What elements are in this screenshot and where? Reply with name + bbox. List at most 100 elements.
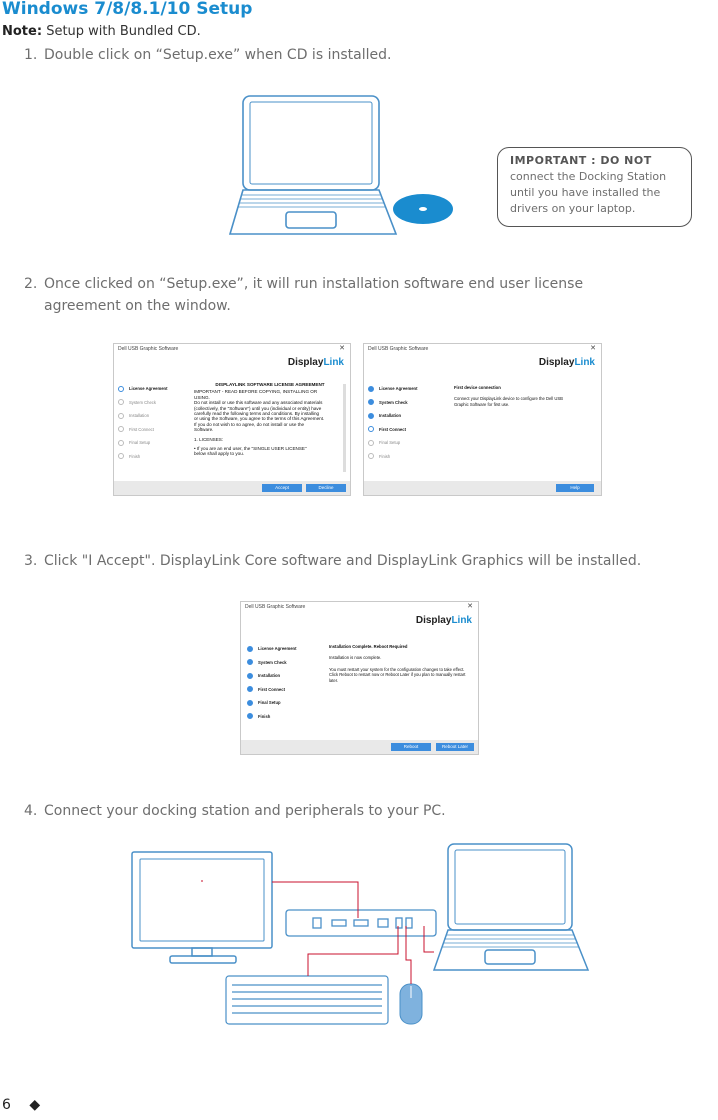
window-footer: Accept Decline: [114, 481, 350, 495]
window-title: Dell USB Graphic Software: [368, 346, 429, 352]
important-callout: IMPORTANT : DO NOT connect the Docking S…: [497, 147, 692, 227]
step-done-icon: [247, 645, 253, 652]
step-done-icon: [368, 385, 374, 392]
decline-button[interactable]: Decline: [306, 484, 346, 492]
laptop-cd-illustration: [228, 95, 453, 235]
complete-body: Click Reboot to restart now or Reboot La…: [329, 672, 466, 678]
step-license: License Agreement: [247, 642, 327, 656]
displaylink-logo: DisplayLink: [538, 357, 595, 368]
note-text: Setup with Bundled CD.: [46, 24, 201, 39]
license-line: USING.: [194, 394, 210, 400]
step-3-text: Click "I Accept". DisplayLink Core softw…: [44, 553, 642, 569]
license-line: IMPORTANT - READ BEFORE COPYING, INSTALL…: [194, 389, 318, 395]
complete-body: later.: [329, 677, 339, 683]
installer-steps: License Agreement System Check Installat…: [368, 382, 448, 463]
complete-body: You must restart your system for the con…: [329, 666, 465, 672]
installer-steps: License Agreement System Check Installat…: [118, 382, 188, 463]
step-license: License Agreement: [118, 382, 188, 396]
license-title: DISPLAYLINK SOFTWARE LICENSE AGREEMENT: [215, 382, 325, 387]
close-icon[interactable]: ✕: [339, 345, 345, 352]
step-dot-icon: [368, 453, 374, 460]
complete-content: Installation Complete. Reboot Required I…: [329, 644, 474, 683]
reboot-button[interactable]: Reboot: [391, 743, 431, 751]
step-done-icon: [247, 672, 253, 679]
step-first-connect: First Connect: [368, 423, 448, 437]
step-final-setup: Final Setup: [247, 696, 327, 710]
step-system-check: System Check: [368, 396, 448, 410]
step-2: 2. Once clicked on “Setup.exe”, it will r…: [24, 273, 583, 317]
docking-station-icon: [285, 909, 437, 937]
reboot-later-button[interactable]: Reboot Later: [436, 743, 474, 751]
window-titlebar: Dell USB Graphic Software ✕: [114, 344, 350, 354]
license-line: • If you are an end user, the "SINGLE US…: [194, 446, 307, 452]
license-text[interactable]: DISPLAYLINK SOFTWARE LICENSE AGREEMENT I…: [194, 382, 346, 474]
close-icon[interactable]: ✕: [467, 603, 473, 610]
step-finish: Finish: [368, 450, 448, 464]
step-done-icon: [247, 686, 253, 693]
close-icon[interactable]: ✕: [590, 345, 596, 352]
license-line: Software.: [194, 427, 214, 433]
step-done-icon: [368, 399, 374, 406]
step-done-icon: [368, 412, 374, 419]
monitor-icon: [131, 851, 273, 964]
laptop-base: [228, 189, 398, 235]
page-number: 6: [2, 1097, 11, 1113]
step-active-icon: [368, 426, 374, 433]
step-1-number: 1.: [24, 47, 38, 63]
step-done-icon: [247, 713, 253, 720]
important-line-2: until you have installed the: [510, 186, 661, 199]
connection-cables: [201, 880, 434, 984]
installer-steps: License Agreement System Check Installat…: [247, 642, 327, 723]
installer-license-window: Dell USB Graphic Software✕ DisplayLink L…: [113, 343, 351, 496]
note-line: Note: Setup with Bundled CD.: [2, 24, 201, 39]
laptop-icon: [432, 843, 590, 971]
connect-title: First device connection: [454, 385, 501, 390]
docking-connection-illustration: [131, 843, 590, 1025]
step-dot-icon: [118, 453, 124, 460]
laptop-screen: [242, 95, 380, 191]
step-installation: Installation: [118, 409, 188, 423]
installer-connect-window: Dell USB Graphic Software ✕ DisplayLink L…: [363, 343, 602, 496]
step-first-connect: First Connect: [118, 423, 188, 437]
window-footer: Reboot Reboot Later: [241, 740, 478, 754]
step-done-icon: [247, 699, 253, 706]
accept-button[interactable]: Accept: [262, 484, 302, 492]
license-line: carefully read the following terms and c…: [194, 411, 320, 417]
step-3: 3.Click "I Accept". DisplayLink Core sof…: [24, 550, 641, 572]
step-dot-icon: [118, 439, 124, 446]
important-line-3: drivers on your laptop.: [510, 202, 636, 215]
step-dot-icon: [118, 412, 124, 419]
complete-title: Installation Complete. Reboot Required: [329, 644, 408, 649]
step-installation: Installation: [368, 409, 448, 423]
keyboard-icon: [225, 975, 389, 1025]
page-footer: 6 ◆: [2, 1097, 40, 1113]
step-finish: Finish: [118, 450, 188, 464]
displaylink-logo: DisplayLink: [415, 615, 472, 626]
step-2-text-line-1: Once clicked on “Setup.exe”, it will run…: [44, 276, 584, 292]
license-line: If you do not wish to so agree, do not i…: [194, 421, 305, 427]
step-system-check: System Check: [118, 396, 188, 410]
connect-body: Graphic Software for first use.: [454, 401, 510, 407]
page-heading: Windows 7/8/8.1/10 Setup: [2, 0, 253, 19]
step-4: 4.Connect your docking station and perip…: [24, 800, 446, 822]
connect-body: Connect your DisplayLink device to confi…: [454, 396, 563, 402]
step-final-setup: Final Setup: [118, 436, 188, 450]
step-2-number: 2.: [24, 276, 38, 292]
license-line: or using the Software, you agree to the …: [194, 416, 325, 422]
window-title: Dell USB Graphic Software: [118, 346, 179, 352]
step-installation: Installation: [247, 669, 327, 683]
license-line: (collectively, the "Software") until you…: [194, 405, 322, 411]
help-button[interactable]: Help: [556, 484, 594, 492]
important-label: IMPORTANT : DO NOT: [510, 154, 652, 167]
diamond-icon: ◆: [29, 1097, 41, 1113]
note-label: Note:: [2, 24, 43, 39]
window-footer: Help: [364, 481, 601, 495]
license-line: below shall apply to you.: [194, 451, 245, 457]
step-done-icon: [247, 659, 253, 666]
step-1-text: Double click on “Setup.exe” when CD is i…: [44, 47, 392, 63]
mouse-icon: [399, 983, 423, 1025]
license-scrollbar[interactable]: [343, 384, 346, 472]
step-4-number: 4.: [24, 803, 38, 819]
license-line: Do not install or use this software and …: [194, 400, 323, 406]
step-dot-icon: [118, 385, 124, 392]
